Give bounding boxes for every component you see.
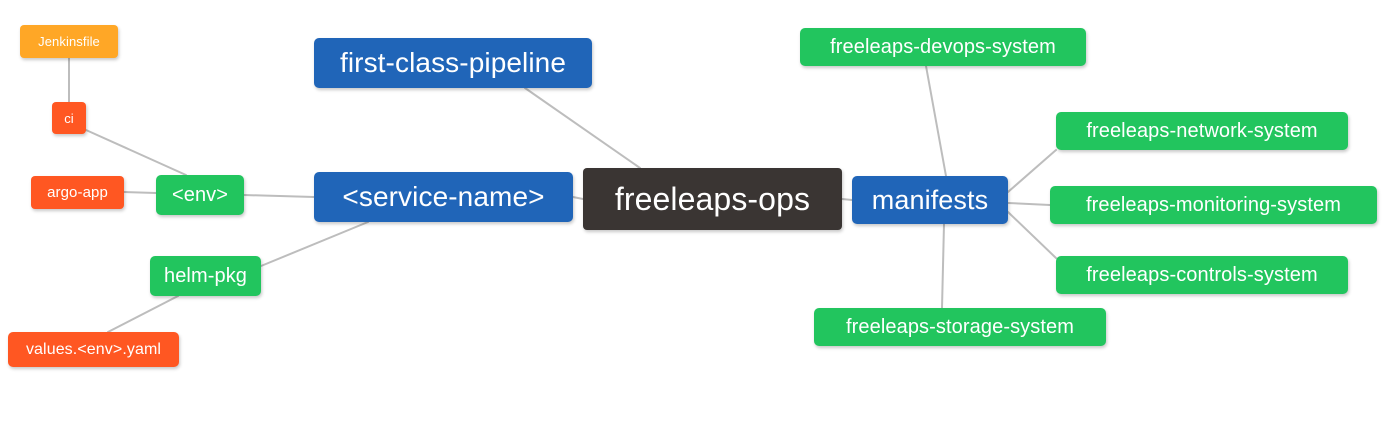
node-ci[interactable]: ci — [52, 102, 86, 134]
node-freeleaps-storage-system[interactable]: freeleaps-storage-system — [814, 308, 1106, 346]
edge-service-name-to-env — [243, 194, 315, 198]
edge-freeleaps-ops-to-manifests — [841, 198, 853, 201]
edge-freeleaps-ops-to-first-class-pipeline — [524, 87, 641, 169]
node-freeleaps-devops-system[interactable]: freeleaps-devops-system — [800, 28, 1086, 66]
node-service-name[interactable]: <service-name> — [314, 172, 573, 222]
node-freeleaps-controls-system[interactable]: freeleaps-controls-system — [1056, 256, 1348, 294]
node-first-class-pipeline[interactable]: first-class-pipeline — [314, 38, 592, 88]
node-jenkinsfile[interactable]: Jenkinsfile — [20, 25, 118, 58]
node-manifests[interactable]: manifests — [852, 176, 1008, 224]
node-freeleaps-monitoring-system[interactable]: freeleaps-monitoring-system — [1050, 186, 1377, 224]
edge-freeleaps-ops-to-service-name — [572, 196, 584, 200]
node-env[interactable]: <env> — [156, 175, 244, 215]
edge-manifests-to-freeleaps-storage-system — [941, 223, 945, 309]
edge-env-to-ci — [85, 129, 187, 176]
edge-env-to-argo-app — [123, 191, 157, 194]
node-freeleaps-network-system[interactable]: freeleaps-network-system — [1056, 112, 1348, 150]
edge-service-name-to-helm-pkg — [260, 221, 369, 267]
edge-manifests-to-freeleaps-monitoring-system — [1007, 202, 1051, 206]
node-values-yaml[interactable]: values.<env>.yaml — [8, 332, 179, 367]
node-helm-pkg[interactable]: helm-pkg — [150, 256, 261, 296]
edge-helm-pkg-to-values-yaml — [107, 295, 179, 333]
node-argo-app[interactable]: argo-app — [31, 176, 124, 209]
edge-manifests-to-freeleaps-network-system — [1007, 149, 1057, 193]
node-freeleaps-ops[interactable]: freeleaps-ops — [583, 168, 842, 230]
edge-manifests-to-freeleaps-controls-system — [1007, 211, 1057, 259]
edge-manifests-to-freeleaps-devops-system — [925, 65, 947, 177]
